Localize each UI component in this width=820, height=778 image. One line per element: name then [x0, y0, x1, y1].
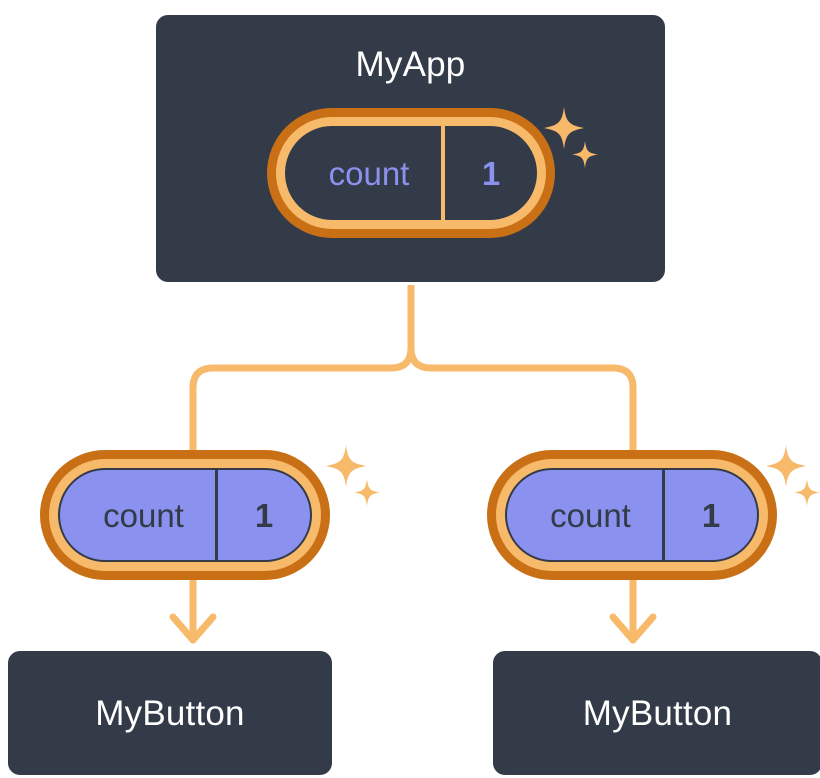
arrow-head-left: [169, 613, 217, 644]
component-box-mybutton-left[interactable]: MyButton: [5, 648, 335, 778]
component-title-mybutton: MyButton: [95, 693, 245, 733]
state-value-label: 1: [254, 496, 274, 534]
state-pill-child-left[interactable]: count 1: [40, 450, 330, 580]
sparkle-small-icon: [354, 479, 380, 506]
component-title-myapp: MyApp: [355, 45, 466, 84]
sparkle-large-icon: [326, 445, 366, 487]
sparkles-icon: [322, 443, 382, 518]
connector-root-to-child-right: [407, 344, 637, 456]
sparkle-small-icon: [794, 479, 820, 506]
state-pill-face: count 1: [285, 126, 537, 220]
connector-root-to-children: [189, 281, 415, 456]
component-title-mybutton: MyButton: [582, 693, 733, 733]
state-key-label: count: [507, 470, 665, 560]
state-pill-inner-ring: count 1: [276, 117, 546, 229]
component-box-mybutton-right[interactable]: MyButton: [490, 648, 820, 778]
sparkle-large-icon: [766, 445, 806, 487]
state-pill-myapp[interactable]: count 1: [267, 108, 555, 238]
state-pill-child-right[interactable]: count 1: [487, 450, 777, 580]
state-pill-face: count 1: [58, 468, 312, 562]
state-value-label: 1: [701, 496, 721, 534]
state-key-label: count: [285, 126, 445, 220]
state-pill-inner-ring: count 1: [496, 459, 768, 571]
state-pill-inner-ring: count 1: [49, 459, 321, 571]
state-value-label: 1: [481, 154, 501, 192]
state-key-label: count: [60, 470, 218, 560]
state-pill-face: count 1: [505, 468, 759, 562]
arrow-head-right: [609, 613, 657, 644]
